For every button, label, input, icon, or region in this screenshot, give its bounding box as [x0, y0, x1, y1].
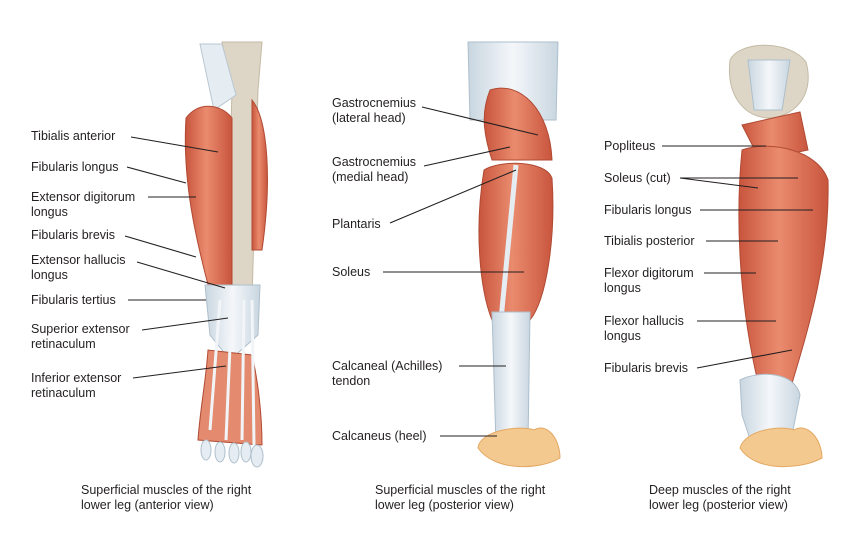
achilles-tendon [491, 311, 531, 446]
label-soleus: Soleus [332, 265, 371, 279]
label-gastrocnemius-lateral-head: Gastrocnemius(lateral head) [332, 96, 417, 125]
fibularis-muscle [251, 98, 268, 251]
leader-lines-panel-2 [383, 106, 539, 437]
anterior-toes [200, 439, 264, 468]
label-tibialis-anterior: Tibialis anterior [31, 129, 116, 143]
deep-muscle-mass [738, 145, 829, 391]
anterior-tendon-strands [208, 299, 256, 446]
leader-lines-panel-3 [662, 145, 813, 369]
leader-lines-panel-1 [124, 136, 229, 379]
label-calcaneal-achilles-tendon: Calcaneal (Achilles)tendon [332, 359, 443, 388]
leg-anterior-illustration [184, 41, 268, 468]
label-fibularis-brevis: Fibularis brevis [31, 228, 116, 242]
label-soleus-cut: Soleus (cut) [604, 171, 671, 185]
label-fibularis-tertius: Fibularis tertius [31, 293, 116, 307]
gastrocnemius-heads [483, 87, 553, 161]
leg-deep-illustration [728, 44, 829, 468]
leg-posterior-illustration [467, 41, 561, 468]
label-popliteus: Popliteus [604, 139, 656, 153]
knee-ligaments [747, 59, 791, 111]
label-gastrocnemius-medial-head: Gastrocnemius(medial head) [332, 155, 417, 184]
heel-posterior [477, 427, 561, 468]
label-plantaris: Plantaris [332, 217, 381, 231]
label-calcaneus-heel: Calcaneus (heel) [332, 429, 427, 443]
knee-tendon [199, 43, 237, 111]
label-fibularis-longus: Fibularis longus [31, 160, 119, 174]
label-deep-fibularis-brevis: Fibularis brevis [604, 361, 689, 375]
heel-deep [739, 427, 823, 468]
label-deep-fibularis-longus: Fibularis longus [604, 203, 692, 217]
soleus-muscle [478, 162, 554, 321]
plantaris-tendon [497, 164, 519, 331]
label-tibialis-posterior: Tibialis posterior [604, 234, 695, 248]
anterior-muscle-mass [184, 105, 233, 293]
